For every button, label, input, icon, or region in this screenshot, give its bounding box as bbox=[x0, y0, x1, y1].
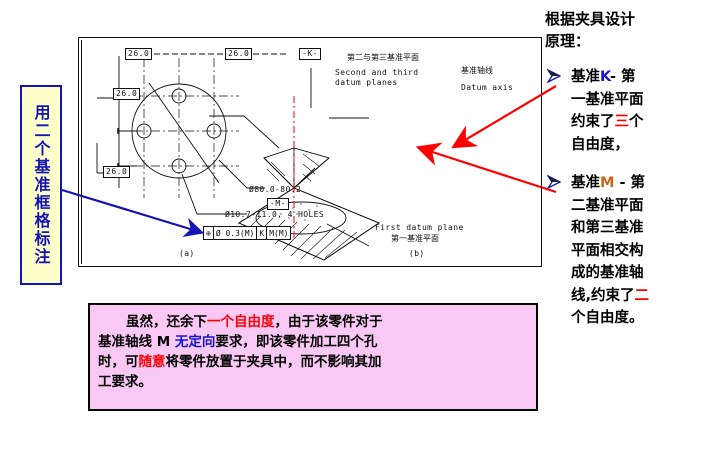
datum-symbol-k: -K- bbox=[299, 48, 321, 60]
left-vertical-callout-box: 用二个基准框格标注 bbox=[20, 85, 62, 285]
bullet-datum-m: 基准M - 第 二基准平面 和第三基准 平面相交构 成的基准轴 线,约束了二 个… bbox=[545, 172, 720, 330]
callout-second-third-en-1: Second and third bbox=[335, 68, 419, 77]
pink-note-box: 虽然，还余下一个自由度，由于该零件对于 基准轴线 M 无定向要求，即该零件加工四… bbox=[88, 303, 538, 411]
callout-first-plane-en: First datum plane bbox=[375, 223, 464, 232]
pink-note-line-2: 基准轴线 M 无定向要求，即该零件加工四个孔 bbox=[98, 332, 528, 352]
arrow-bullet-icon bbox=[547, 174, 562, 190]
pink-note-l1b: ，由于该零件对于 bbox=[274, 314, 383, 330]
callout-datum-axis-en: Datum axis bbox=[461, 83, 514, 92]
panel-heading-line-1: 根据夹具设计 bbox=[545, 10, 636, 28]
callout-second-third-en-2: datum planes bbox=[335, 78, 398, 87]
pink-note-l2-blue: 无定向 bbox=[174, 334, 216, 350]
pink-note-l3b: 将零件放置于夹具中，而不影响其加 bbox=[165, 354, 382, 370]
panel-heading-line-2: 原理： bbox=[545, 32, 591, 50]
pink-note-l4: 工要求。 bbox=[98, 374, 152, 390]
figure-b-label: (b) bbox=[409, 249, 425, 258]
dimension-box-top-left: 26.0 bbox=[125, 48, 153, 60]
bk-l3-b: 个 bbox=[629, 114, 644, 130]
fcf-primary-datum: K bbox=[257, 227, 268, 239]
bm-l1-a: 基准 bbox=[571, 175, 600, 191]
pink-note-line-1: 虽然，还余下一个自由度，由于该零件对于 bbox=[98, 312, 528, 332]
bk-l1-a: 基准 bbox=[571, 69, 600, 85]
holes-note: Ø10.7-11.0, 4 HOLES bbox=[225, 210, 325, 219]
callout-first-plane-cn: 第一基准平面 bbox=[391, 234, 439, 243]
pink-note-line-3: 时，可随意将零件放置于夹具中，而不影响其加 bbox=[98, 352, 528, 372]
bk-l4: 自由度， bbox=[571, 136, 629, 153]
bm-l3: 和第三基准 bbox=[571, 220, 644, 236]
bm-l1-m: M bbox=[600, 175, 615, 191]
pink-note-l1a: 虽然，还余下 bbox=[126, 314, 207, 330]
bm-l6-red: 二 bbox=[634, 287, 650, 304]
figure-a-label: (a) bbox=[179, 249, 195, 258]
bk-l1-k: K bbox=[600, 69, 610, 85]
pink-note-l1-red: 一个自由度 bbox=[207, 314, 275, 330]
arrow-bullet-icon bbox=[547, 68, 562, 84]
bullet-datum-k-text: 基准K- 第 一基准平面 约束了三个 自由度， bbox=[571, 66, 720, 156]
bm-l6-a: 线,约束了 bbox=[571, 287, 635, 304]
bm-l2: 二基准平面 bbox=[571, 197, 644, 214]
bullet-datum-k: 基准K- 第 一基准平面 约束了三个 自由度， bbox=[545, 66, 720, 156]
pink-note-line-4: 工要求。 bbox=[98, 372, 528, 392]
pink-note-l2a: 基准轴线 M bbox=[98, 334, 175, 350]
bk-l3-a: 约束了 bbox=[571, 114, 615, 130]
fcf-position-symbol: ⊕ bbox=[204, 227, 214, 239]
dimension-box-left-upper: 26.0 bbox=[113, 88, 141, 100]
pink-note-l3-red: 随意 bbox=[138, 354, 166, 370]
feature-control-frame: ⊕ Ø 0.3(M) K M(M) bbox=[203, 226, 292, 240]
datum-symbol-m: -M- bbox=[267, 198, 289, 210]
bm-l5: 成的基准轴 bbox=[571, 265, 644, 281]
bm-l4: 平面相交构 bbox=[571, 242, 644, 259]
left-callout-text: 用二个基准框格标注 bbox=[31, 104, 51, 266]
fcf-tolerance: Ø 0.3(M) bbox=[214, 227, 258, 239]
bk-l2: 一基准平面 bbox=[571, 91, 644, 108]
pink-note-l2b: 要求，即该零件加工四个孔 bbox=[215, 334, 378, 350]
callout-second-third-cn: 第二与第三基准平面 bbox=[347, 53, 419, 62]
callout-datum-axis-cn: 基准轴线 bbox=[461, 66, 493, 75]
dimension-box-left-lower: 26.0 bbox=[103, 166, 131, 178]
technical-drawing-frame: 26.0 26.0 26.0 26.0 -K- -M- Ø80.0-80.2 Ø… bbox=[78, 37, 542, 267]
right-text-panel: 根据夹具设计 原理： 基准K- 第 一基准平面 约束了三个 自由度， 基准M -… bbox=[545, 8, 720, 330]
pink-note-l3a: 时，可 bbox=[98, 354, 139, 370]
bm-l7: 个自由度。 bbox=[571, 310, 644, 326]
drawing-inner-border bbox=[81, 40, 539, 264]
diameter-note: Ø80.0-80.2 bbox=[249, 185, 302, 194]
bk-l3-red: 三 bbox=[614, 114, 630, 130]
bk-l1-b: - 第 bbox=[609, 69, 636, 85]
bullet-datum-m-text: 基准M - 第 二基准平面 和第三基准 平面相交构 成的基准轴 线,约束了二 个… bbox=[571, 172, 720, 330]
dimension-box-top-right: 26.0 bbox=[225, 48, 253, 60]
fcf-secondary-datum: M(M) bbox=[269, 228, 289, 238]
bm-l1-b: - 第 bbox=[614, 175, 646, 191]
